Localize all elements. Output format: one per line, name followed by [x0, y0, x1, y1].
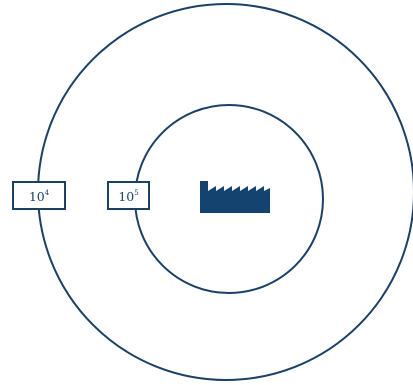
inner-label-exponent: 5 — [134, 189, 138, 197]
outer-label-box — [12, 181, 66, 210]
outer-ring-label: 104 — [12, 181, 66, 210]
factory-icon — [200, 181, 270, 213]
inner-ring-label: 105 — [107, 181, 150, 210]
inner-label-base: 10 — [118, 189, 134, 204]
outer-label-text: 104 — [29, 189, 50, 204]
inner-label-box — [107, 181, 150, 210]
inner-label-text: 105 — [118, 189, 138, 204]
outer-label-exponent: 4 — [45, 189, 50, 197]
outer-label-base: 10 — [29, 189, 45, 204]
